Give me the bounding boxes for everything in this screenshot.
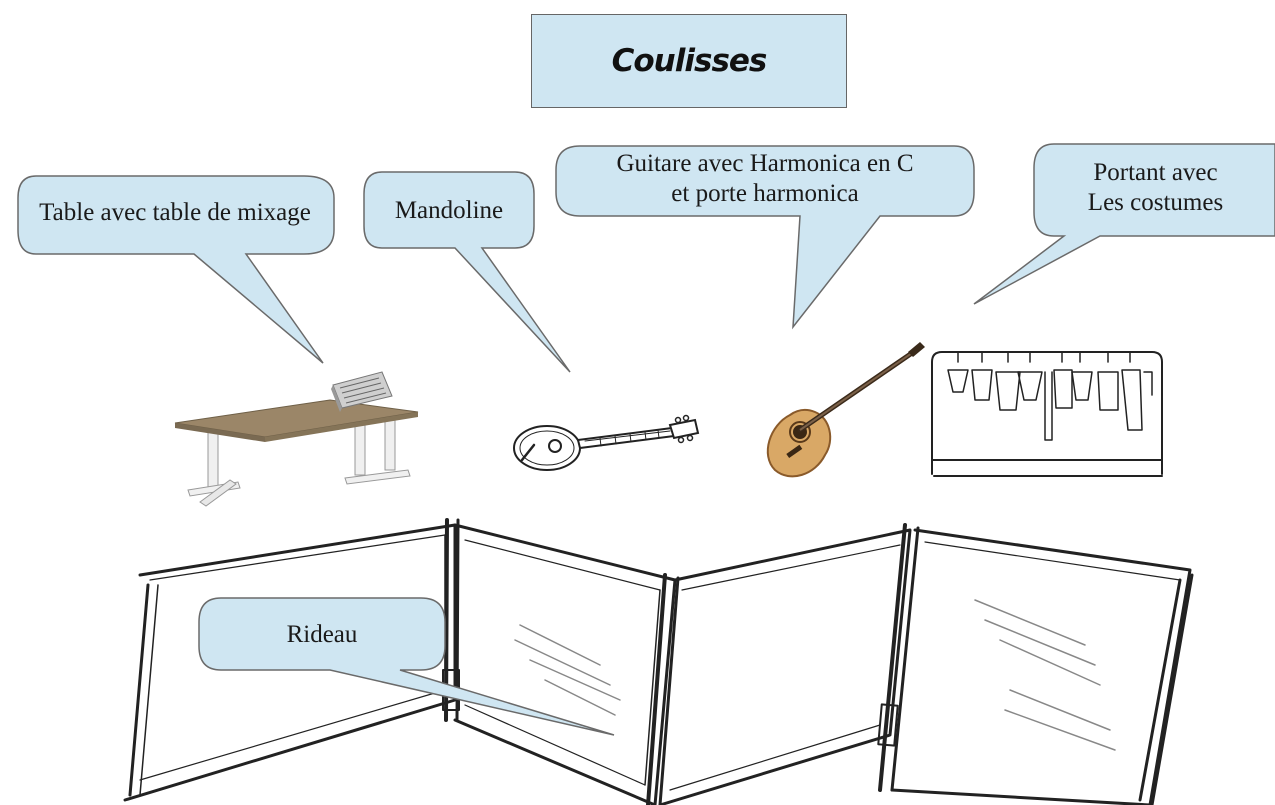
callout-table-label: Table avec table de mixage xyxy=(39,199,311,226)
page-title: Coulisses xyxy=(611,43,768,79)
mandolin-illustration xyxy=(513,414,700,471)
callout-portant-label: Portant avec Les costumes xyxy=(1036,158,1275,218)
guitar-illustration xyxy=(766,342,925,478)
clothes-rack-illustration xyxy=(931,351,1163,477)
callout-mandoline-shape xyxy=(363,171,571,373)
callout-rideau-label: Rideau xyxy=(286,621,358,648)
callout-guitare-shape xyxy=(555,145,975,330)
screen-hinge-3 xyxy=(877,523,920,792)
callout-rideau-shape xyxy=(198,597,615,736)
desk-top xyxy=(174,399,419,442)
screen-hinge-2 xyxy=(646,573,680,805)
desk-legs xyxy=(187,419,411,507)
callout-portant-line-2: Les costumes xyxy=(1087,189,1224,216)
callout-guitare-line-2: et porte harmonica xyxy=(671,180,859,207)
callout-guitare-label: Guitare avec Harmonica en C et porte har… xyxy=(556,149,974,209)
mixing-console xyxy=(331,371,393,412)
screen-panel-3 xyxy=(658,528,912,805)
desk-with-mixer-illustration xyxy=(174,371,419,507)
callout-mandoline-label: Mandoline xyxy=(394,197,504,224)
screen-panel-4 xyxy=(890,528,1194,805)
screen-panel-2 xyxy=(453,523,677,805)
title-box: Coulisses xyxy=(531,14,847,108)
callout-portant-shape xyxy=(973,143,1275,305)
callout-table-shape xyxy=(17,175,335,364)
callout-portant-line-1: Portant avec xyxy=(1093,159,1218,186)
folding-screen-illustration xyxy=(123,518,1194,805)
callout-guitare-line-1: Guitare avec Harmonica en C xyxy=(616,150,914,177)
